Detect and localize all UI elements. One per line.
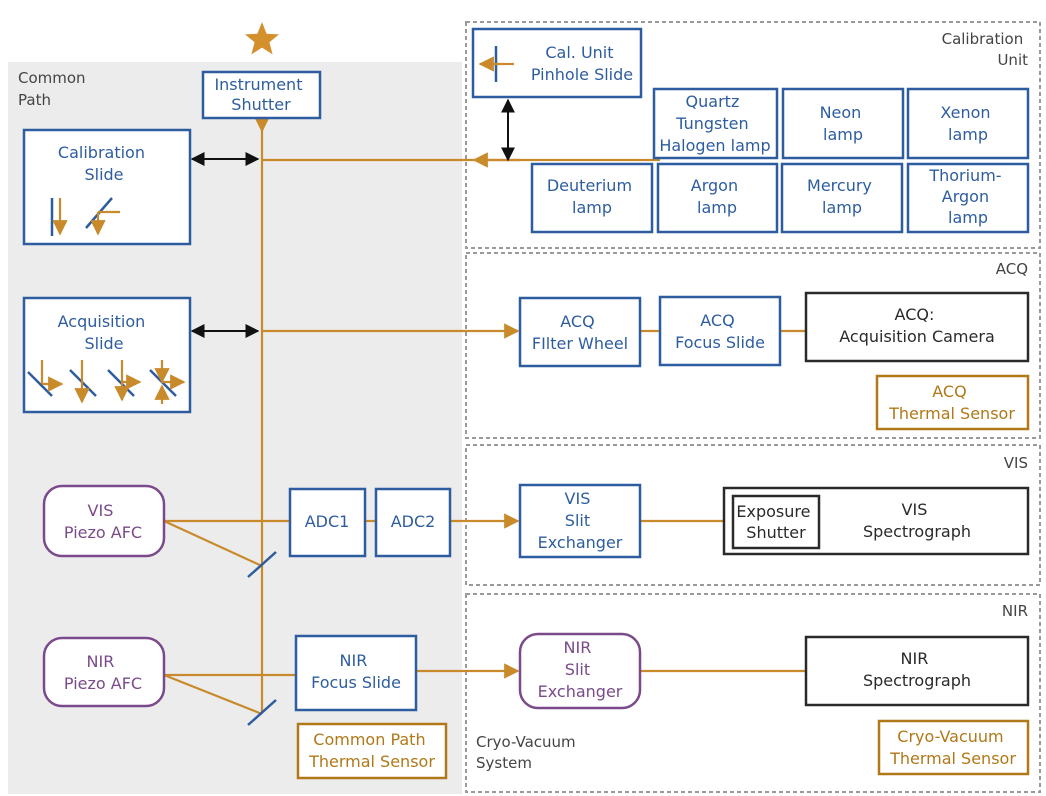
vis-afc-diagonal <box>163 520 263 567</box>
instrument-shutter: Instrument Shutter <box>201 70 322 120</box>
neon-lamp: Neon lamp <box>781 87 905 160</box>
svg-text:NIR Slit Exchanger: NIR Slit Exchanger <box>538 638 623 701</box>
nir-spectrograph: NIR Spectrograph <box>804 635 1030 707</box>
nir-piezo-afc: NIR Piezo AFC <box>42 636 166 708</box>
svg-text:Cal. Unit Pinhole Slide: Cal. Unit Pinhole Slide <box>531 43 633 84</box>
nir-region-label: NIR <box>1002 602 1028 620</box>
vis-region <box>465 444 1041 586</box>
acquisition-slide-optics-icon <box>27 360 186 404</box>
svg-text:ADC2: ADC2 <box>391 512 436 531</box>
svg-text:ACQ Focus Slide: ACQ Focus Slide <box>675 311 765 352</box>
xenon-lamp: Xenon lamp <box>906 87 1030 160</box>
svg-text:Thorium- Argon lam: Thorium- Argon lamp <box>928 166 1006 227</box>
svg-text:NIR Spectrograph: NIR Spectrograph <box>863 649 971 690</box>
svg-text:Xenon lamp: Xenon lamp <box>940 103 995 144</box>
nir-focus-slide: NIR Focus Slide <box>294 634 418 712</box>
vis-slit-exchanger: VIS Slit Exchanger <box>518 483 642 559</box>
svg-text:Cryo-Vacuum Thermal Sens: Cryo-Vacuum Thermal Sensor <box>889 727 1016 768</box>
pinhole-icon <box>478 46 514 82</box>
nir-dichroic-mirror-icon <box>247 699 277 726</box>
svg-text:Neon lamp: Neon lamp <box>820 103 867 144</box>
svg-text:VIS Spectrograph: VIS Spectrograph <box>863 500 971 541</box>
svg-text:ACQ FIlter Wheel: ACQ FIlter Wheel <box>532 312 628 353</box>
cryo-vacuum-thermal-sensor: Cryo-Vacuum Thermal Sensor <box>877 719 1030 776</box>
vis-region-label: VIS <box>1004 454 1028 472</box>
nir-region <box>465 593 1041 793</box>
nir-afc-diagonal <box>163 673 263 716</box>
svg-text:NIR Focus Slide: NIR Focus Slide <box>311 651 401 692</box>
thorium-argon-lamp: Thorium- Argon lamp <box>906 162 1030 234</box>
quartz-tungsten-halogen-lamp: Quartz Tungsten Halogen lamp <box>652 87 779 160</box>
svg-text:Deuterium lamp: Deuterium lamp <box>547 176 637 217</box>
acq-filter-wheel: ACQ FIlter Wheel <box>518 296 642 368</box>
common-path-label: Common Path <box>18 69 90 109</box>
vis-exposure-shutter: Exposure Shutter <box>731 494 821 550</box>
acq-focus-slide: ACQ Focus Slide <box>658 295 782 367</box>
svg-text:Instrument Shutter: Instrument Shutter <box>214 75 307 114</box>
svg-text:VIS Piezo AFC: VIS Piezo AFC <box>64 501 142 542</box>
star-icon <box>245 22 279 55</box>
svg-text:ADC1: ADC1 <box>305 512 350 531</box>
deuterium-lamp: Deuterium lamp <box>530 162 654 234</box>
svg-text:Acquisition Slide: Acquisition Slide <box>58 312 151 353</box>
cal-unit-pinhole-slide: Cal. Unit Pinhole Slide <box>471 27 643 99</box>
acq-thermal-sensor: ACQ Thermal Sensor <box>875 374 1030 431</box>
adc1: ADC1 <box>288 487 367 558</box>
svg-text:ACQ: Acquisition Camera: ACQ: Acquisition Camera <box>839 305 995 346</box>
mercury-lamp: Mercury lamp <box>780 162 904 234</box>
svg-text:Quartz Tungsten Ha: Quartz Tungsten Halogen lamp <box>659 92 770 155</box>
calibration-unit-region <box>465 21 1041 249</box>
cryo-vacuum-label: Cryo-Vacuum System <box>476 733 580 772</box>
calibration-unit-label: Calibration Unit <box>942 30 1029 69</box>
common-path-thermal-sensor: Common Path Thermal Sensor <box>296 722 448 780</box>
svg-text:Exposure Shutter: Exposure Shutter <box>736 502 815 542</box>
acquisition-slide: Acquisition Slide <box>22 296 192 414</box>
calibration-slide: Calibration Slide <box>22 128 192 246</box>
argon-lamp: Argon lamp <box>656 162 779 234</box>
svg-text:VIS Slit Exchanger: VIS Slit Exchanger <box>538 489 623 552</box>
vis-dichroic-mirror-icon <box>247 551 277 578</box>
vis-piezo-afc: VIS Piezo AFC <box>42 484 166 558</box>
svg-text:ACQ Thermal Sensor: ACQ Thermal Sensor <box>888 382 1015 423</box>
svg-text:Argon lamp: Argon lamp <box>691 176 743 217</box>
svg-text:Calibration Slide: Calibration Slide <box>58 143 150 184</box>
acq-region-label: ACQ <box>996 260 1028 278</box>
adc2: ADC2 <box>374 487 452 558</box>
svg-text:Common Path Thermal Sens: Common Path Thermal Sensor <box>308 730 435 771</box>
svg-text:Mercury lamp: Mercury lamp <box>807 176 877 217</box>
acq-region <box>465 252 1041 439</box>
nir-slit-exchanger: NIR Slit Exchanger <box>518 632 642 710</box>
svg-text:NIR Piezo AFC: NIR Piezo AFC <box>64 652 142 693</box>
acq-acquisition-camera: ACQ: Acquisition Camera <box>804 291 1030 363</box>
calibration-slide-optics-icon <box>50 197 120 236</box>
